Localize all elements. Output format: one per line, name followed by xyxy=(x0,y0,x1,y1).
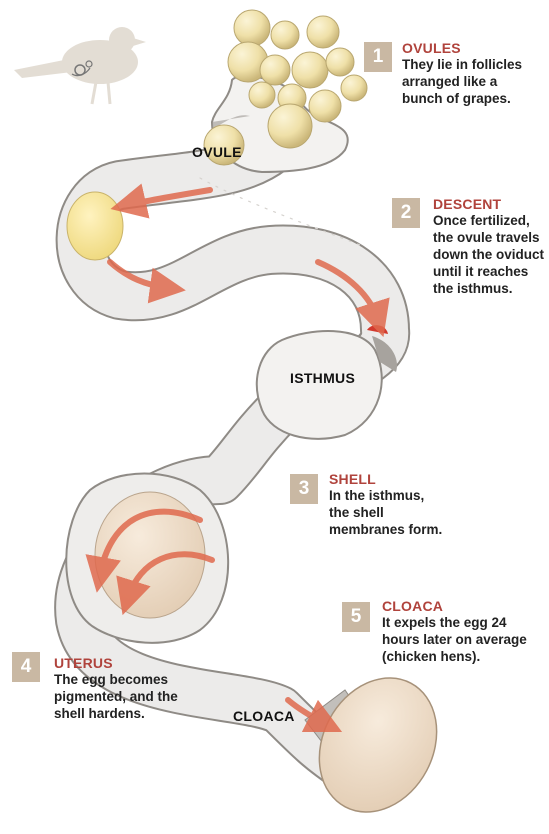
step-3-shell: SHELL In the isthmus, the shell membrane… xyxy=(329,471,442,538)
step-1-title: OVULES xyxy=(402,40,522,56)
step-3-body: In the isthmus, the shell membranes form… xyxy=(329,487,442,538)
step-5-line-2: hours later on average xyxy=(382,631,527,648)
step-2-line-1: Once fertilized, xyxy=(433,212,544,229)
step-4-uterus: UTERUS The egg becomes pigmented, and th… xyxy=(54,655,178,722)
step-4-body: The egg becomes pigmented, and the shell… xyxy=(54,671,178,722)
step-1-badge: 1 xyxy=(364,42,392,72)
step-4-line-1: The egg becomes xyxy=(54,671,178,688)
step-2-badge: 2 xyxy=(392,198,420,228)
step-3-badge: 3 xyxy=(290,474,318,504)
step-4-line-3: shell hardens. xyxy=(54,705,178,722)
step-3-title: SHELL xyxy=(329,471,442,487)
step-4-title: UTERUS xyxy=(54,655,178,671)
step-5-title: CLOACA xyxy=(382,598,527,614)
step-1-line-1: They lie in follicles xyxy=(402,56,522,73)
step-5-line-1: It expels the egg 24 xyxy=(382,614,527,631)
ovule-in-oviduct xyxy=(67,192,123,260)
step-3-line-3: membranes form. xyxy=(329,521,442,538)
step-4-badge: 4 xyxy=(12,652,40,682)
step-2-line-2: the ovule travels xyxy=(433,229,544,246)
step-5-cloaca: CLOACA It expels the egg 24 hours later … xyxy=(382,598,527,665)
step-1-line-3: bunch of grapes. xyxy=(402,90,522,107)
expelled-egg xyxy=(297,657,460,832)
step-2-line-4: until it reaches xyxy=(433,263,544,280)
step-1-line-2: arranged like a xyxy=(402,73,522,90)
step-3-line-1: In the isthmus, xyxy=(329,487,442,504)
step-2-line-3: down the oviduct xyxy=(433,246,544,263)
step-2-line-5: the isthmus. xyxy=(433,280,544,297)
step-4-line-2: pigmented, and the xyxy=(54,688,178,705)
label-cloaca: CLOACA xyxy=(233,708,295,724)
step-5-body: It expels the egg 24 hours later on aver… xyxy=(382,614,527,665)
step-2-body: Once fertilized, the ovule travels down … xyxy=(433,212,544,297)
step-2-descent: DESCENT Once fertilized, the ovule trave… xyxy=(433,196,544,297)
step-5-line-3: (chicken hens). xyxy=(382,648,527,665)
step-1-body: They lie in follicles arranged like a bu… xyxy=(402,56,522,107)
step-2-title: DESCENT xyxy=(433,196,544,212)
step-3-line-2: the shell xyxy=(329,504,442,521)
label-ovule: OVULE xyxy=(192,144,242,160)
label-isthmus: ISTHMUS xyxy=(290,370,355,386)
step-1-ovules: OVULES They lie in follicles arranged li… xyxy=(402,40,522,107)
step-5-badge: 5 xyxy=(342,602,370,632)
